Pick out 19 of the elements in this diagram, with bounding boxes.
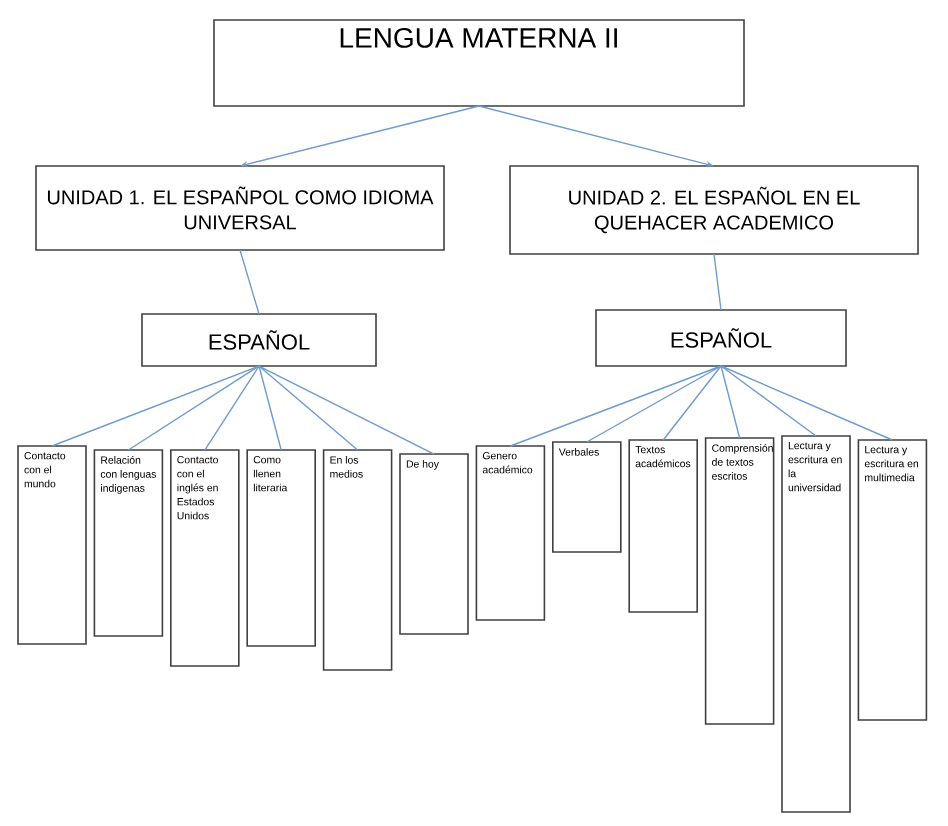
connector bbox=[720, 365, 741, 439]
connector bbox=[720, 365, 894, 441]
title-box: LENGUA MATERNA II bbox=[213, 19, 745, 107]
topic-box: ESPAÑOL bbox=[595, 309, 847, 367]
connector bbox=[662, 365, 722, 441]
topic-box: ESPAÑOL bbox=[141, 313, 377, 367]
connector bbox=[713, 253, 722, 311]
connector bbox=[509, 365, 722, 447]
connector bbox=[239, 249, 260, 315]
connector bbox=[127, 365, 260, 451]
connector bbox=[258, 365, 435, 455]
connector bbox=[586, 365, 722, 443]
connector bbox=[258, 365, 359, 451]
unit-box: UNIDAD 1. EL ESPAÑPOL COMO IDIOMA UNIVERSAL bbox=[35, 165, 445, 251]
connector bbox=[720, 365, 817, 437]
unit-box: UNIDAD 2. EL ESPAÑOL EN EL QUEHACER ACADEMICO bbox=[509, 165, 919, 255]
connector bbox=[51, 365, 260, 447]
connector bbox=[258, 365, 282, 451]
connector bbox=[204, 365, 260, 451]
